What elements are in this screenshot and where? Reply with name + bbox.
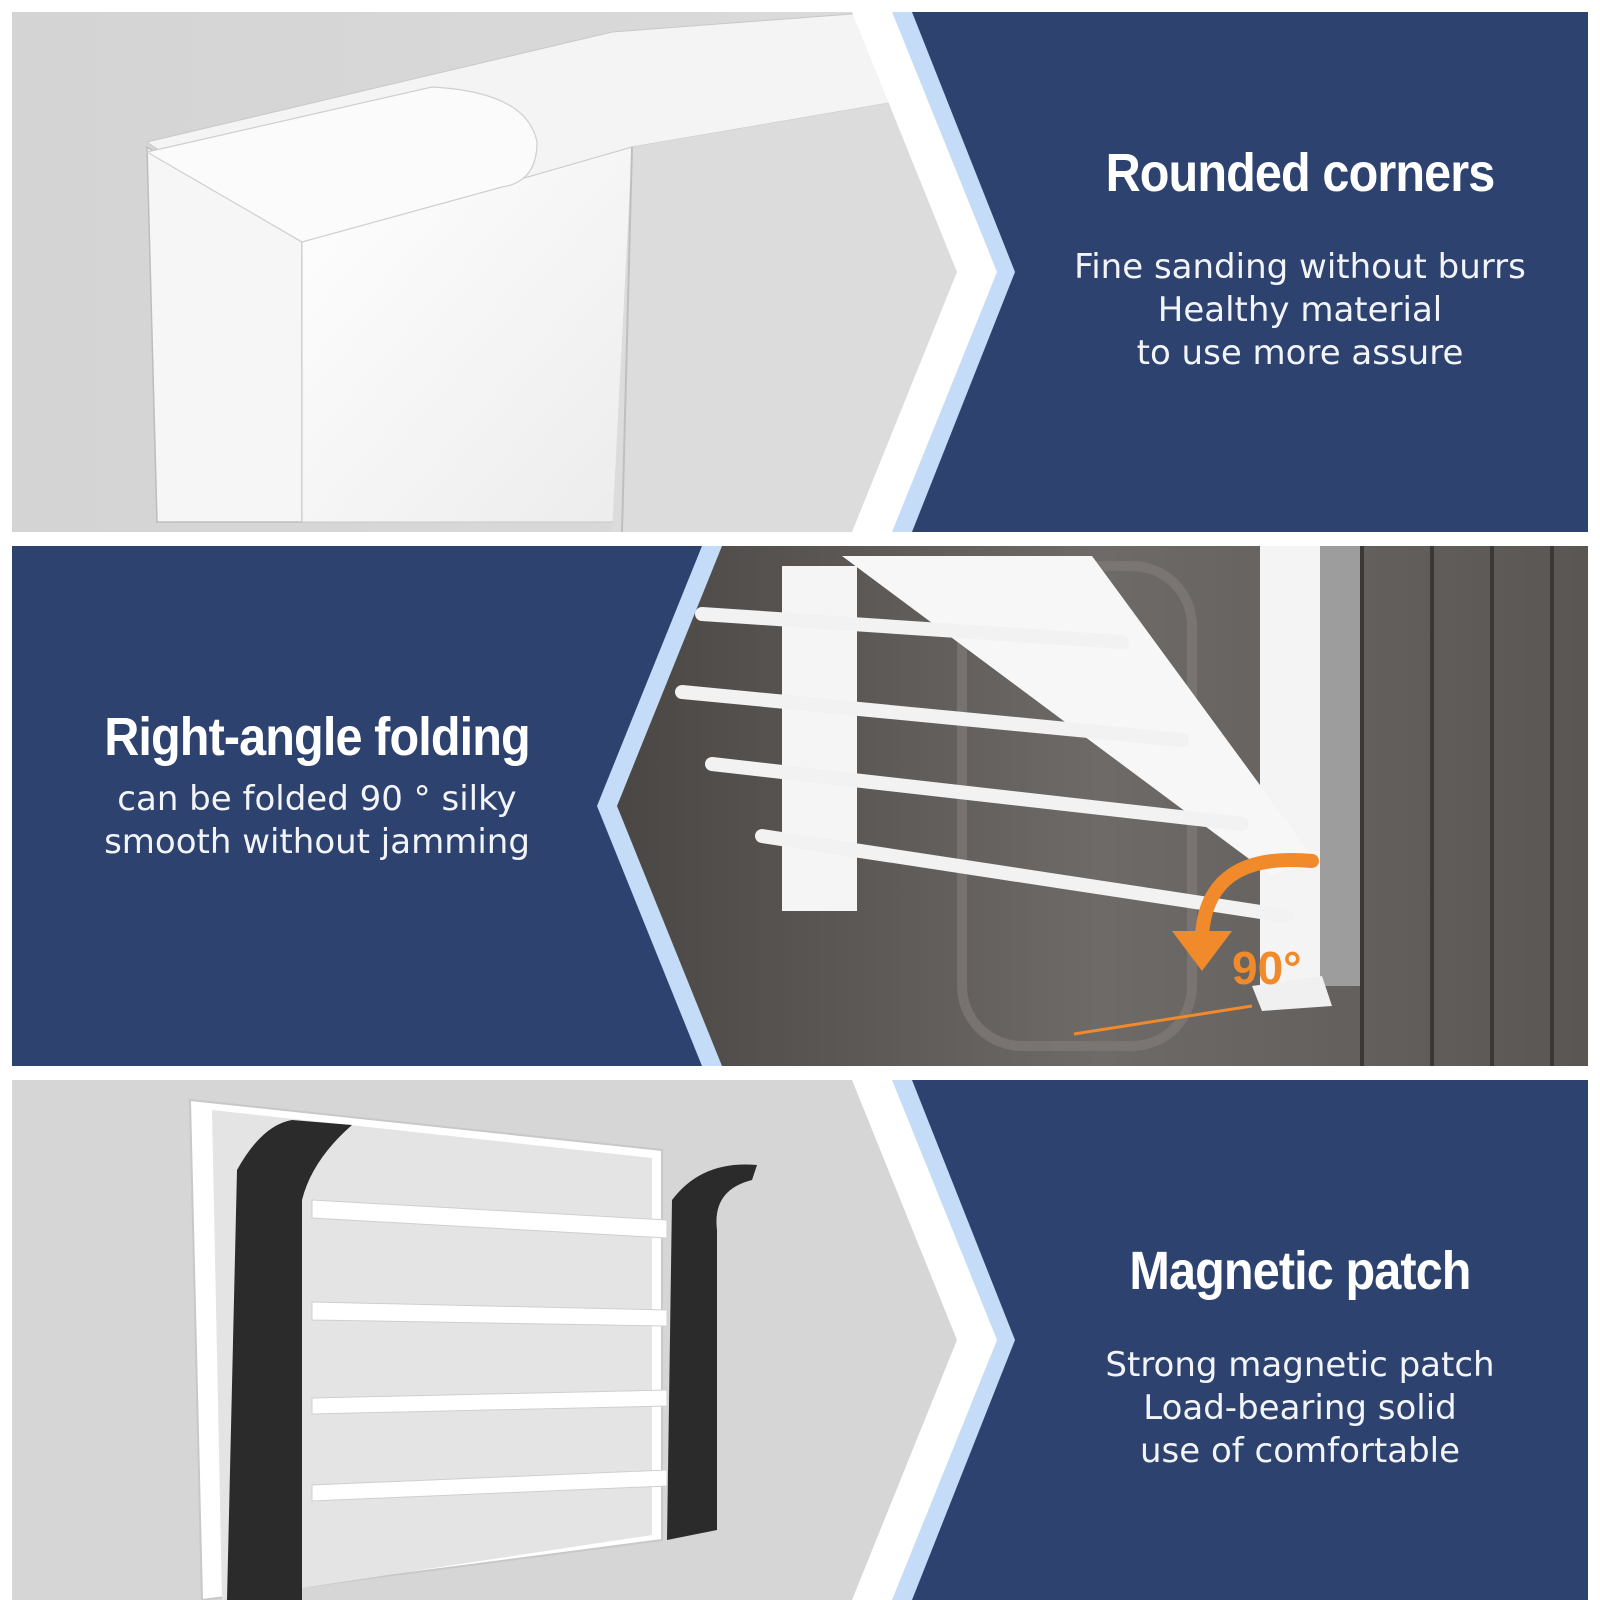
feature-line: smooth without jamming	[104, 822, 530, 863]
feature-line: Strong magnetic patch	[1105, 1345, 1495, 1386]
rotation-arrow-icon	[1172, 931, 1232, 971]
rounded-corner-product-photo	[12, 12, 1588, 532]
feature-line: use of comfortable	[1139, 1431, 1461, 1472]
feature-line: can be folded 90 ° silky	[117, 779, 517, 820]
feature-text-3: Magnetic patch Strong magnetic patch Loa…	[1012, 1240, 1588, 1473]
feature-text-1: Rounded corners Fine sanding without bur…	[1012, 142, 1588, 375]
feature-description: Strong magnetic patch Load-bearing solid…	[1012, 1344, 1588, 1473]
feature-description: can be folded 90 ° silky smooth without …	[52, 778, 582, 864]
folding-rack-product-photo: 90°	[12, 546, 1588, 1066]
feature-title: Rounded corners	[1105, 143, 1496, 203]
feature-line: Load-bearing solid	[1143, 1388, 1457, 1429]
feature-description: Fine sanding without burrs Healthy mater…	[1012, 246, 1588, 375]
feature-panel-right-angle-folding: 90° Right-angle folding can be folded 90…	[12, 546, 1588, 1066]
feature-panel-rounded-corners: Rounded corners Fine sanding without bur…	[12, 12, 1588, 532]
feature-title: Right-angle folding	[104, 707, 531, 767]
feature-line: Healthy material	[1157, 290, 1443, 331]
feature-panel-magnetic-patch: Magnetic patch Strong magnetic patch Loa…	[12, 1080, 1588, 1600]
feature-line: to use more assure	[1136, 333, 1464, 374]
feature-title: Magnetic patch	[1129, 1241, 1471, 1301]
feature-line: Fine sanding without burrs	[1074, 247, 1526, 288]
feature-text-2: Right-angle folding can be folded 90 ° s…	[52, 706, 582, 864]
angle-label: 90°	[1232, 942, 1302, 994]
magnetic-patch-product-photo	[12, 1080, 1588, 1600]
